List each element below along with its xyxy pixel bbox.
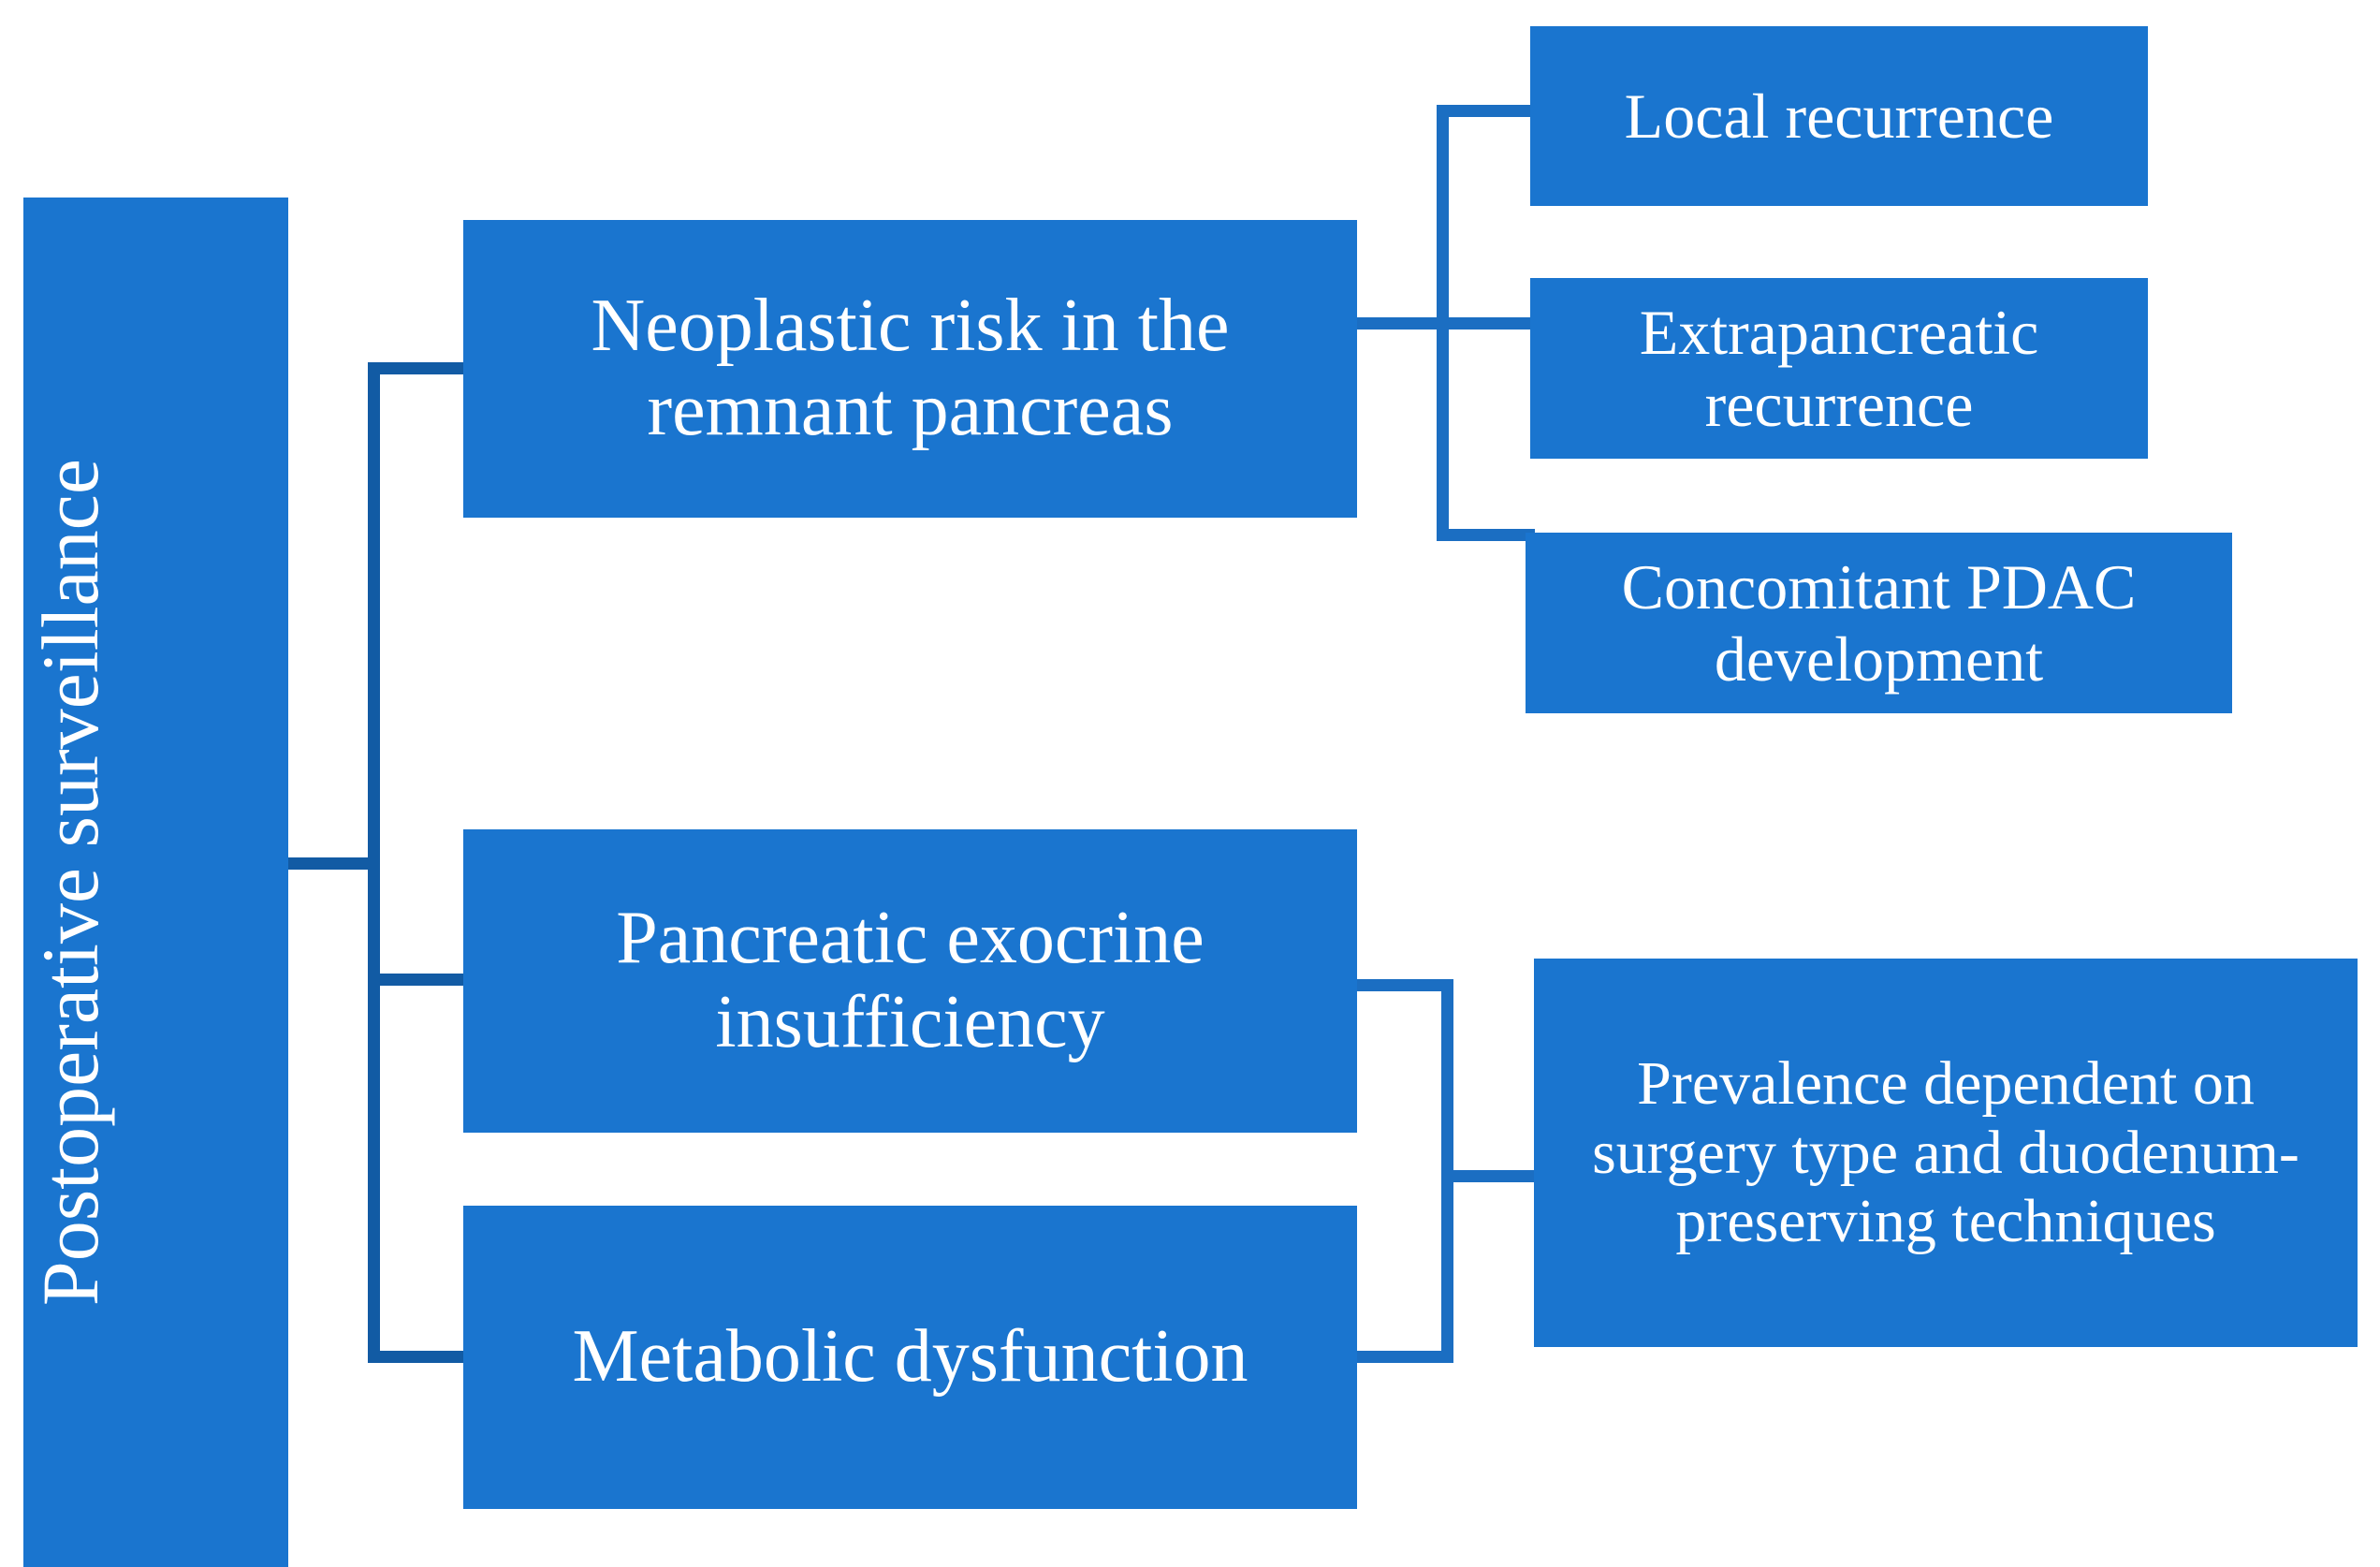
connector-left-vertical-trunk <box>368 362 380 1362</box>
connector-branch-to-extrapancreatic-recurrence <box>1437 317 1535 330</box>
node-postoperative-surveillance[interactable]: Postoperative surveillance <box>23 198 288 1567</box>
connector-metabolic-to-trunk2 <box>1354 1351 1453 1363</box>
node-prevalence-dependent[interactable]: Prevalence dependent on surgery type and… <box>1534 959 2358 1347</box>
connector-root-to-trunk <box>285 857 379 870</box>
connector-branch-to-metabolic <box>368 1351 471 1363</box>
node-concomitant-pdac-development[interactable]: Concomitant PDAC development <box>1526 533 2232 713</box>
node-neoplastic-risk[interactable]: Neoplastic risk in the remnant pancreas <box>463 220 1357 518</box>
connector-neoplastic-to-trunk <box>1354 317 1448 330</box>
node-metabolic-dysfunction[interactable]: Metabolic dysfunction <box>463 1206 1357 1509</box>
node-prevalence-label: Prevalence dependent on surgery type and… <box>1592 1048 2300 1256</box>
connector-exocrine-to-trunk2 <box>1354 979 1453 991</box>
connector-branch-to-neoplastic <box>368 362 471 374</box>
node-local-recurrence-label: Local recurrence <box>1624 80 2054 152</box>
node-pancreatic-exocrine-insufficiency[interactable]: Pancreatic exocrine insufficiency <box>463 829 1357 1133</box>
connector-branch-to-local-recurrence <box>1437 105 1535 117</box>
node-exocrine-label: Pancreatic exocrine insufficiency <box>616 897 1205 1063</box>
node-concomitant-pdac-label: Concomitant PDAC development <box>1621 551 2137 695</box>
connector-branch-to-concomitant-pdac <box>1437 529 1535 541</box>
node-metabolic-label: Metabolic dysfunction <box>572 1315 1248 1399</box>
node-local-recurrence[interactable]: Local recurrence <box>1530 26 2148 206</box>
node-extrapancreatic-recurrence[interactable]: Extrapancreatic recurrence <box>1530 278 2148 459</box>
node-root-label: Postoperative surveillance <box>25 458 115 1307</box>
node-neoplastic-label: Neoplastic risk in the remnant pancreas <box>591 285 1230 451</box>
connector-branch-to-prevalence <box>1441 1170 1542 1182</box>
connector-branch-to-exocrine <box>368 974 471 986</box>
node-extrapancreatic-recurrence-label: Extrapancreatic recurrence <box>1639 297 2039 440</box>
